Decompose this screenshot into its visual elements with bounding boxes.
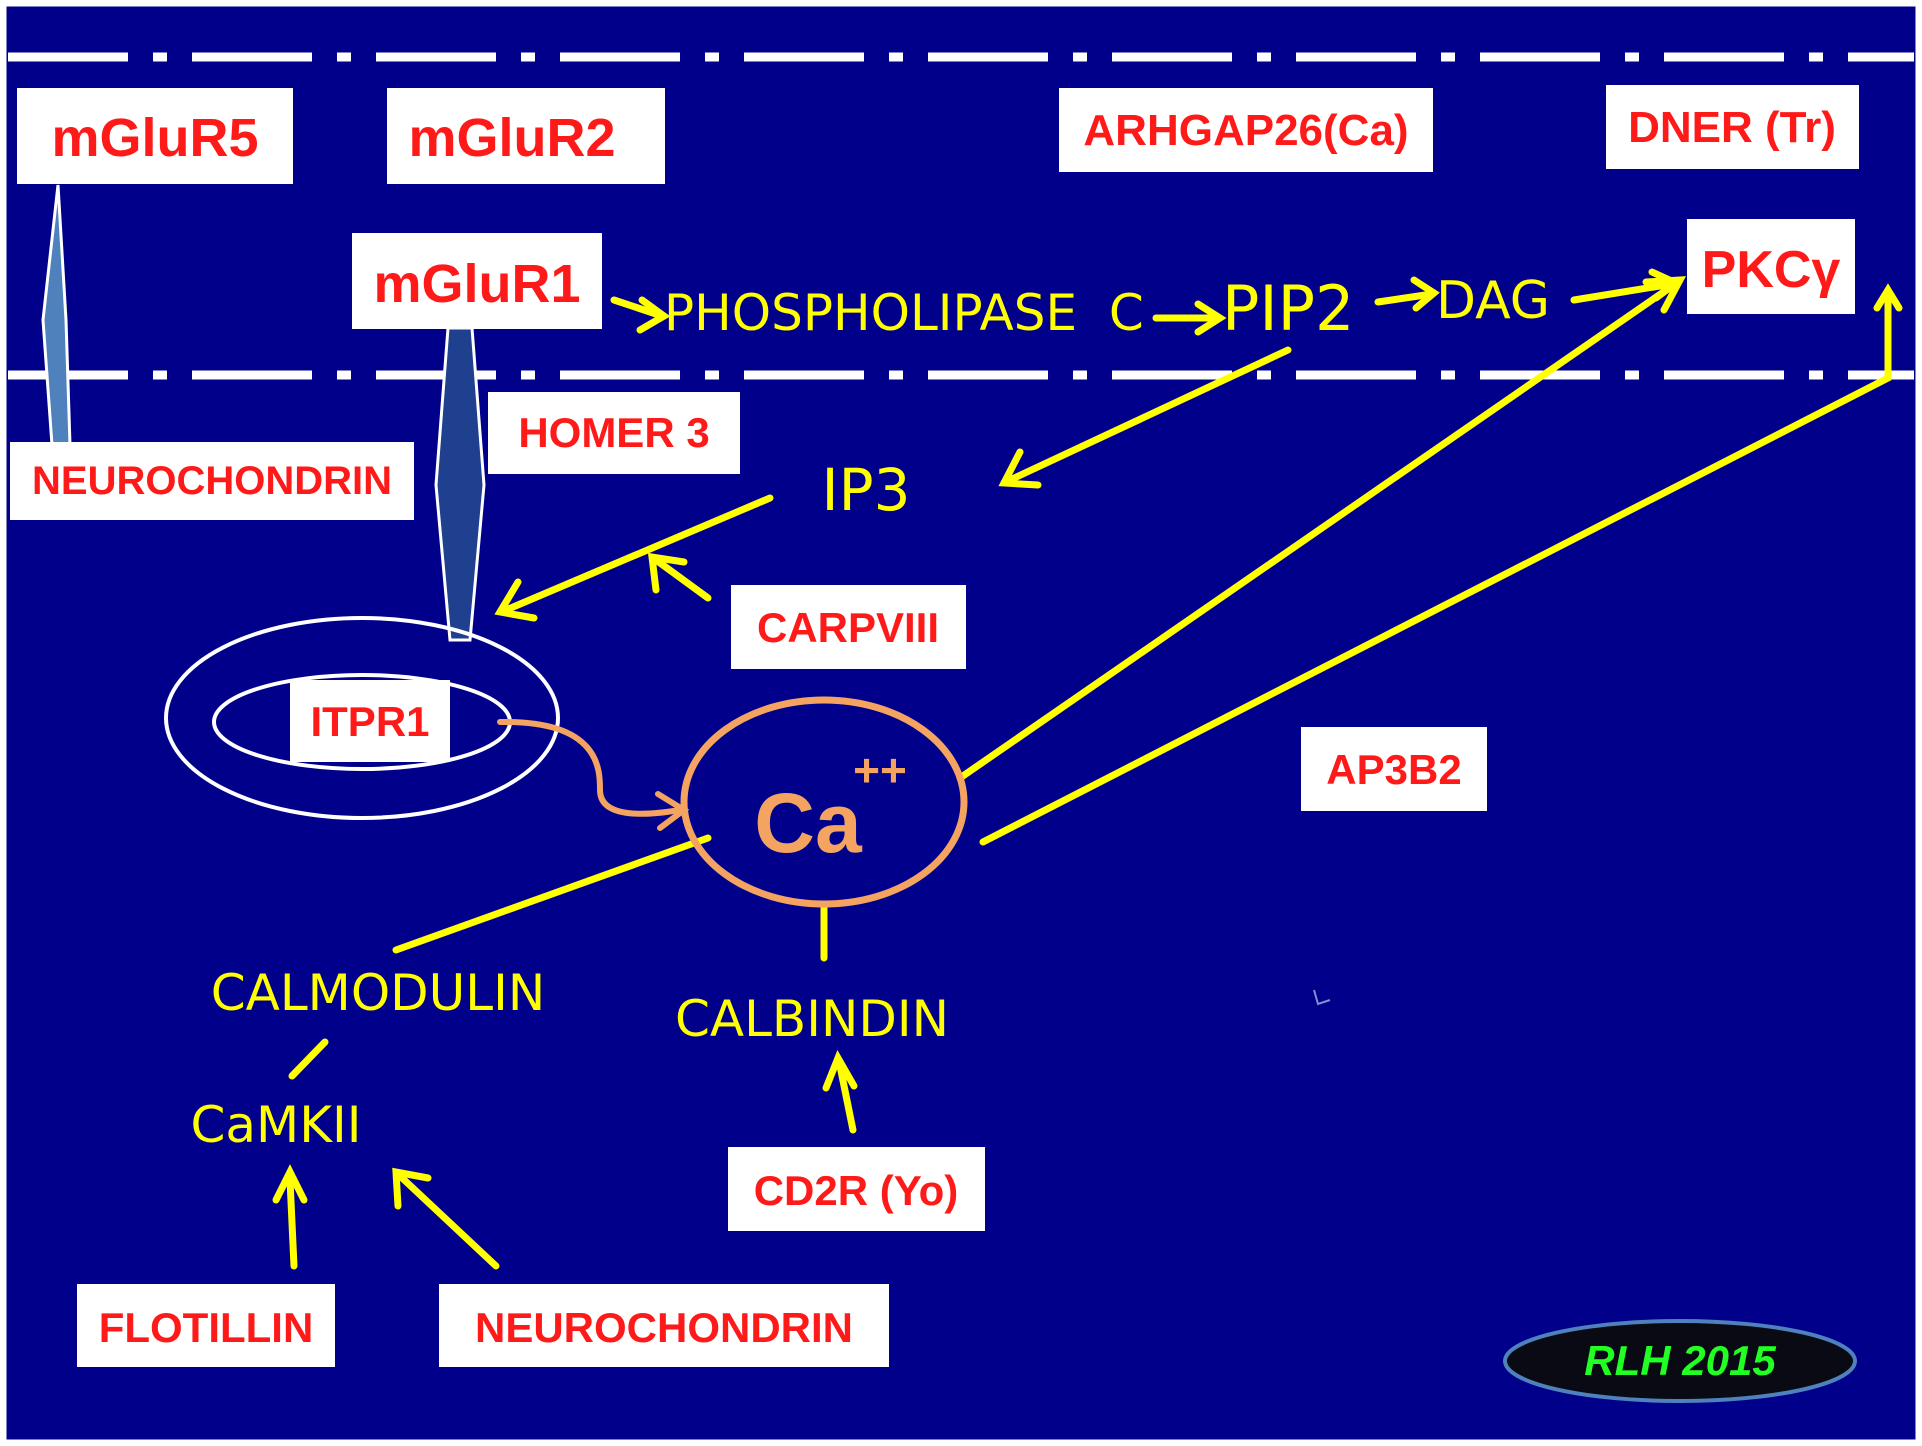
box-itpr1: ITPR1 [290,680,450,762]
box-arhgap26: ARHGAP26(Ca) [1059,88,1433,172]
connector-dag-pkcg [1570,280,1676,304]
connector-flotillin-camkii [286,1176,298,1270]
arrowhead-icon [822,1049,858,1092]
connector-carpviii [652,556,712,602]
arrowhead-icon [1194,300,1227,336]
connector-cd2r-calbindin [836,1062,857,1134]
connector-calmodulin-camkii [288,1038,329,1080]
signature-text: RLH 2015 [1584,1337,1776,1384]
connector-ca-calmodulin [392,834,712,954]
pathway-connectors [272,268,1903,1270]
box-pkcg: PKCγ [1687,219,1855,314]
arrowhead-icon [647,552,688,594]
arrowhead-icon [272,1164,308,1204]
calcium-charge: ++ [853,744,907,796]
label-itpr1: ITPR1 [310,698,429,745]
label-dner: DNER (Tr) [1628,103,1836,152]
label-neurochondrin-top: NEUROCHONDRIN [32,459,392,503]
connector-ca-membrane [979,288,1892,846]
arrowhead-icon [392,1167,432,1210]
box-flotillin: FLOTILLIN [77,1284,335,1367]
calcium-release-curve [497,718,683,817]
label-dag: DAG [1436,271,1550,331]
stray-tick-mark [1313,989,1331,1006]
label-pip2: PIP2 [1222,272,1355,345]
signature-badge: RLH 2015 [1503,1319,1857,1403]
box-ap3b2: AP3B2 [1301,727,1487,811]
arrowhead-icon [1873,283,1903,312]
label-ip3: IP3 [822,456,911,524]
label-mglur2: mGluR2 [408,108,615,168]
protein-boxes: mGluR5 mGluR2 ARHGAP26(Ca) DNER (Tr) mGl… [10,85,1859,1367]
connector-ip3-itpr1 [502,494,774,614]
arrowhead-icon [636,296,671,334]
label-arhgap26: ARHGAP26(Ca) [1083,106,1408,155]
connector-ca-pkcg [956,278,1682,782]
box-dner: DNER (Tr) [1606,85,1859,169]
label-ap3b2: AP3B2 [1326,746,1461,793]
label-pkcg: PKCγ [1702,241,1841,299]
calcium-symbol: Ca [754,776,863,870]
box-carpviii: CARPVIII [731,585,966,669]
label-homer3: HOMER 3 [518,409,709,456]
arrowhead-icon [1410,276,1440,312]
arrowhead-icon [494,578,538,622]
box-mglur2: mGluR2 [387,88,665,184]
arrowhead-icon [998,448,1042,489]
connector-pip2-ip3 [1006,346,1292,484]
label-mglur5: mGluR5 [51,108,258,168]
label-cd2r: CD2R (Yo) [754,1167,959,1214]
box-mglur5: mGluR5 [17,88,293,184]
label-calmodulin: CALMODULIN [211,964,546,1022]
connector-mglur1-plc [610,296,666,320]
box-neurochondrin-bottom: NEUROCHONDRIN [439,1284,889,1367]
label-mglur1: mGluR1 [373,254,580,314]
calcium-circle [680,696,968,908]
label-neurochondrin-bottom: NEUROCHONDRIN [475,1304,853,1351]
connector-pip2-dag [1374,290,1436,306]
arrowhead-icon [1642,276,1687,314]
label-carpviii: CARPVIII [757,604,939,651]
box-neurochondrin-top: NEUROCHONDRIN [10,442,414,520]
er-outer-ring [164,616,560,820]
box-mglur1: mGluR1 [352,233,602,329]
box-cd2r: CD2R (Yo) [728,1147,985,1231]
label-flotillin: FLOTILLIN [99,1304,314,1351]
label-camkii: CaMKII [191,1096,362,1154]
arrowhead-icon [1648,268,1683,302]
label-calbindin: CALBINDIN [675,990,949,1048]
connector-neurochondrin-camkii [396,1172,500,1270]
box-homer3: HOMER 3 [488,392,740,474]
label-phospholipase: PHOSPHOLIPASE C [664,284,1144,342]
